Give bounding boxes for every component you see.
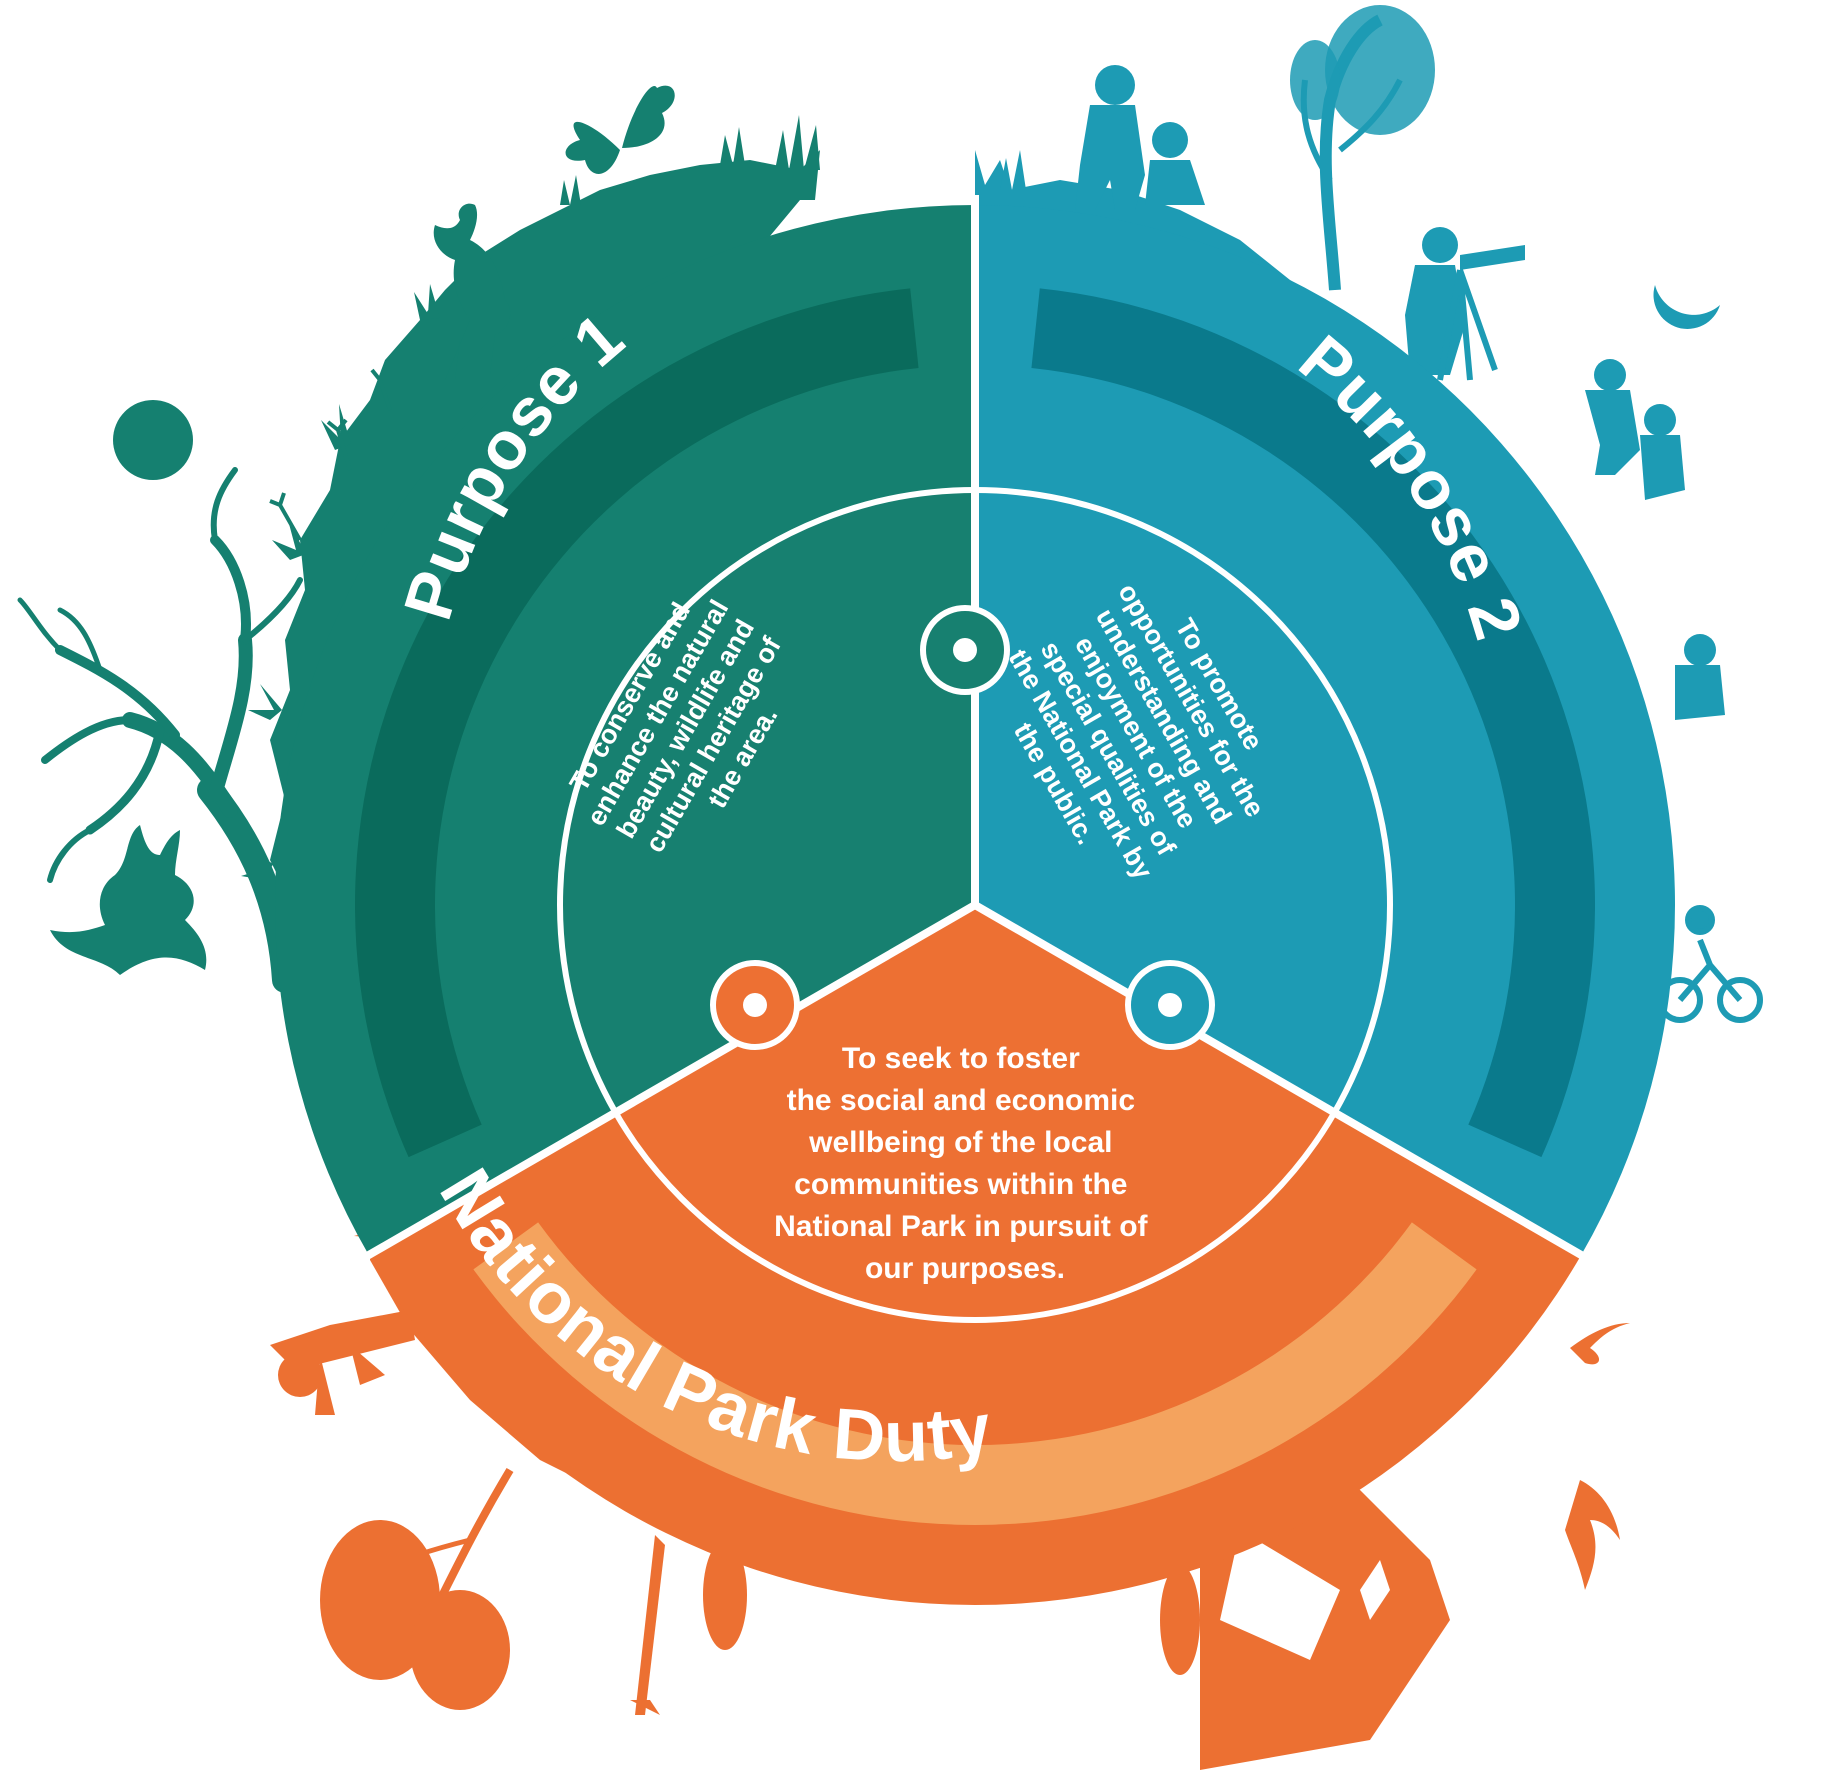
purpose1-label-band	[355, 288, 919, 1158]
duty-line-1: To seek to foster	[842, 1042, 1080, 1075]
duty-outer-ring	[368, 1112, 1582, 1605]
grass-icon	[270, 150, 820, 1000]
puzzle-knob-hole	[953, 638, 977, 662]
purpose2-inner-sector	[975, 490, 1390, 1113]
tree-icon	[17, 467, 303, 993]
moon-icon	[1653, 285, 1720, 329]
purpose1-silhouettes	[17, 85, 820, 1000]
purpose1-outer-ring	[274, 205, 975, 1255]
purpose2-label-band	[1031, 288, 1595, 1158]
walkers-icon	[1075, 65, 1205, 210]
segment-divider	[973, 901, 1592, 1264]
duty-line-2: the social and economic	[787, 1084, 1135, 1117]
duty-line-3: wellbeing of the local	[808, 1126, 1112, 1159]
sun-icon	[113, 400, 193, 480]
duty-line-4: communities within the	[794, 1168, 1127, 1201]
puzzle-knob-hole	[1158, 993, 1182, 1017]
puzzle-knob-hole	[743, 993, 767, 1017]
segment-divider	[358, 901, 977, 1264]
owl-icon	[50, 825, 207, 975]
photographer-icon	[1405, 227, 1525, 381]
purpose1-inner-sector	[560, 490, 975, 1113]
wheel	[274, 195, 1675, 1605]
duty-line-6: our purposes.	[865, 1252, 1065, 1285]
svg-text:To seek to foster the so: To seek to foster the social and economi…	[774, 1042, 1156, 1285]
duty-label-band	[473, 1222, 1477, 1525]
deer-icon	[433, 203, 511, 380]
duty-line-5: National Park in pursuit of	[774, 1210, 1148, 1243]
farmer-icon	[270, 1310, 415, 1415]
purpose2-outer-ring	[975, 205, 1675, 1255]
bird-icon	[1565, 1480, 1620, 1590]
butterfly-icon	[565, 85, 675, 174]
bird-icon	[1570, 1323, 1630, 1365]
hikers-icon	[1585, 359, 1725, 720]
duty-body: To seek to foster the social and economi…	[774, 1042, 1156, 1285]
tree-icon	[320, 1467, 514, 1710]
svg-text:To promote opportunities: To promote opportunities for the underst…	[974, 562, 1302, 908]
tree-icon	[1290, 5, 1435, 291]
cyclists-icon	[1657, 905, 1763, 1023]
purpose2-body: To promote opportunities for the underst…	[974, 562, 1302, 908]
